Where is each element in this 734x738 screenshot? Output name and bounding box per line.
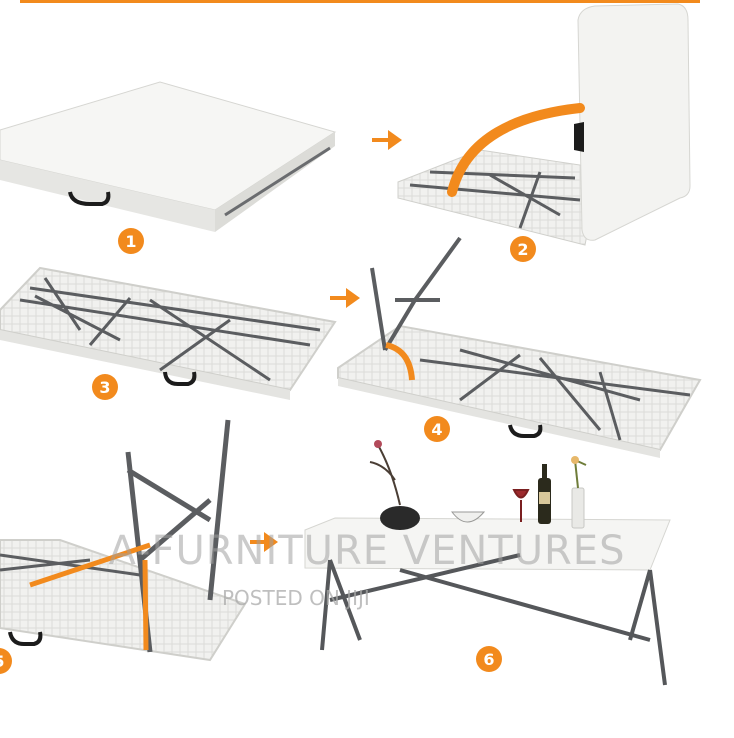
step-2-opening-table	[397, 3, 691, 246]
step-5-legs-extended	[0, 419, 247, 662]
step-5-label: 5	[0, 652, 5, 671]
step-6-badge: 6	[476, 646, 502, 672]
step-1-label: 1	[125, 231, 137, 251]
step-2-badge: 2	[510, 236, 536, 262]
step-3-label: 3	[99, 377, 111, 397]
top-accent-line	[20, 0, 700, 3]
step-arrow-icon	[250, 532, 278, 552]
step-4-badge: 4	[424, 416, 450, 442]
step-5-badge: 5	[0, 648, 12, 674]
step-1-badge: 1	[118, 228, 144, 254]
step-4-label: 4	[431, 419, 443, 439]
step-3-table-frame-up	[0, 266, 337, 400]
step-1-folded-table	[0, 81, 337, 232]
step-4-legs-unfolding	[337, 236, 702, 458]
step-6-label: 6	[483, 649, 495, 669]
step-2-label: 2	[517, 239, 529, 259]
step-6-finished-table	[304, 440, 671, 686]
step-3-badge: 3	[92, 374, 118, 400]
step-arrow-icon	[330, 288, 360, 308]
step-arrow-icon	[372, 130, 402, 150]
